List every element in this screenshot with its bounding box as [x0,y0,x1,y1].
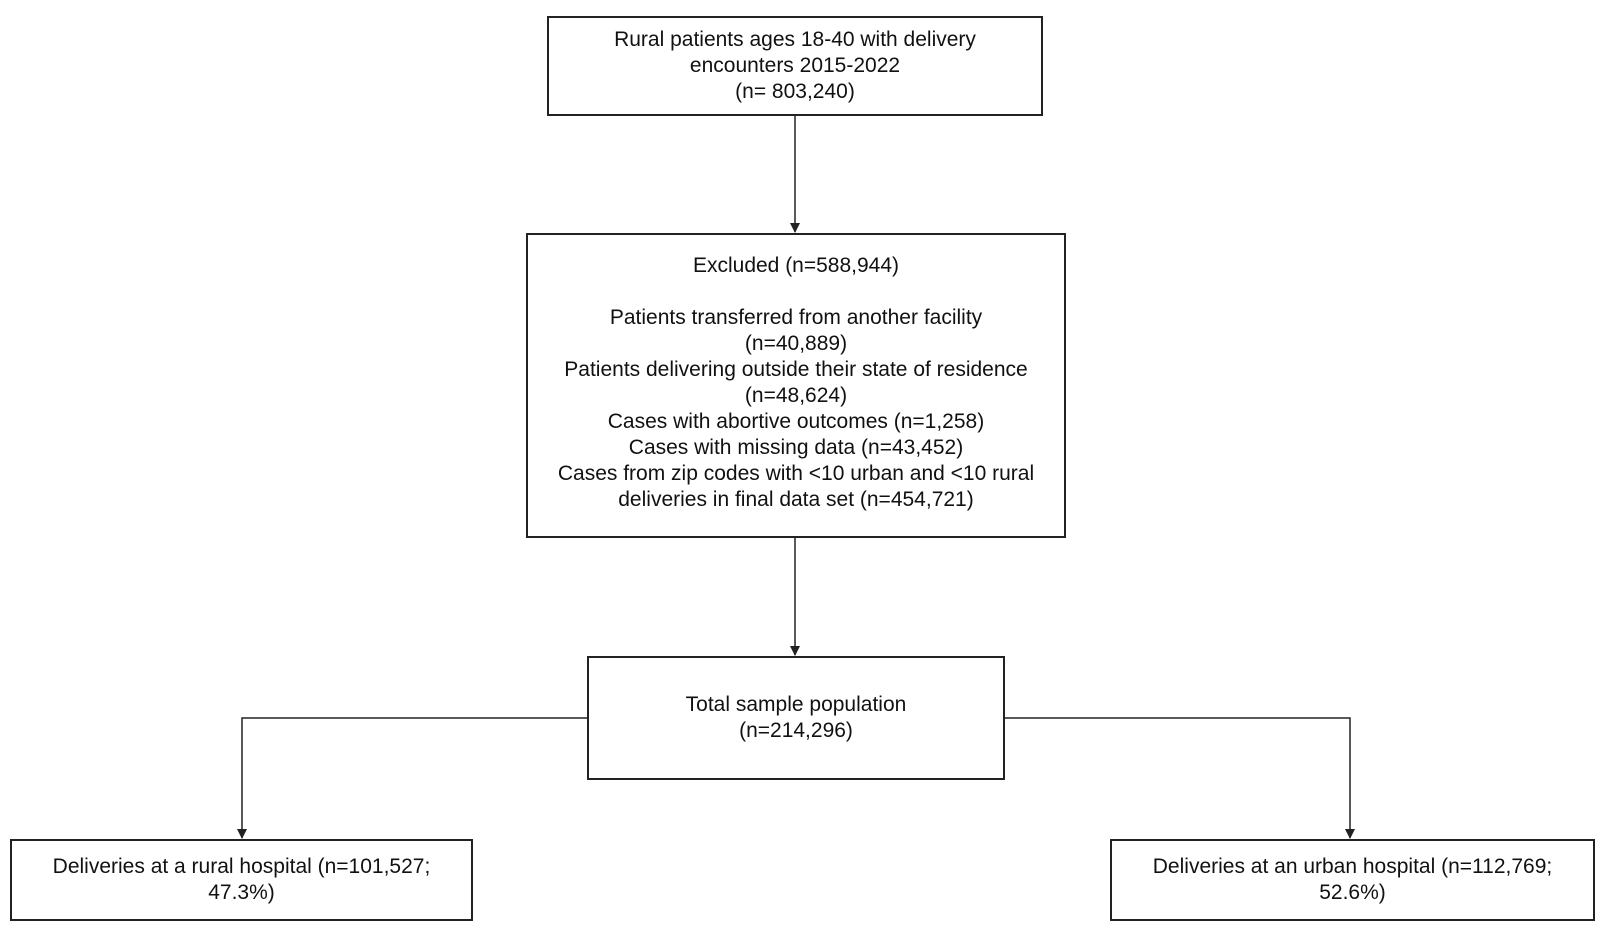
excluded-box: Excluded (n=588,944) Patients transferre… [526,233,1066,538]
arrow-total-to-rural [237,717,587,839]
urban-deliveries-box: Deliveries at an urban hospital (n=112,7… [1110,839,1595,921]
excluded-line: Cases from zip codes with <10 urban and … [557,462,1035,485]
excluded-line: Patients transferred from another facili… [609,306,983,329]
urban-percent: 52.6%) [1319,881,1386,904]
excluded-line: deliveries in final data set (n=454,721) [618,488,974,511]
total-label: Total sample population [685,693,907,716]
excluded-line: Cases with missing data (n=43,452) [628,436,964,459]
urban-label: Deliveries at an urban hospital (n=112,7… [1152,855,1553,878]
arrow-total-to-urban [1005,717,1355,839]
excluded-line: Cases with abortive outcomes (n=1,258) [607,410,985,433]
rural-deliveries-box: Deliveries at a rural hospital (n=101,52… [10,839,473,921]
start-line: Rural patients ages 18-40 with delivery [614,28,976,51]
excluded-line: (n=40,889) [744,332,848,355]
excluded-line: (n=48,624) [744,384,848,407]
rural-percent: 47.3%) [208,881,275,904]
start-count: (n= 803,240) [735,80,855,103]
excluded-heading: Excluded (n=588,944) [692,254,900,277]
total-count: (n=214,296) [739,719,853,742]
excluded-line: Patients delivering outside their state … [564,358,1028,381]
rural-label: Deliveries at a rural hospital (n=101,52… [52,855,431,878]
total-sample-box: Total sample population (n=214,296) [587,656,1005,780]
start-line: encounters 2015-2022 [689,54,901,77]
start-population-box: Rural patients ages 18-40 with delivery … [547,16,1043,116]
